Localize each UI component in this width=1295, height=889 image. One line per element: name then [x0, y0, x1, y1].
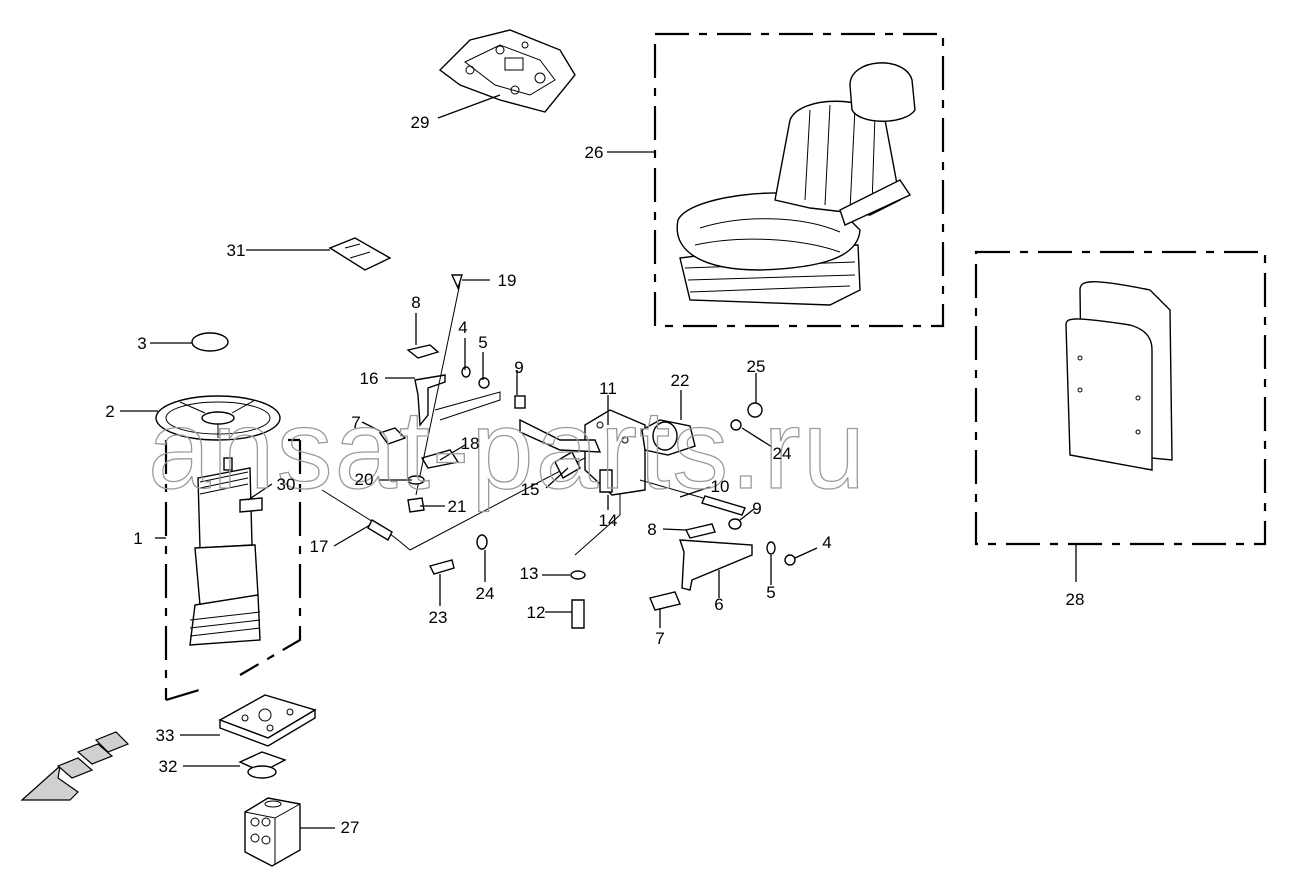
- callout-26: 26: [585, 143, 604, 162]
- callout-19: 19: [498, 271, 517, 290]
- steering-wheel-part: [155, 395, 281, 441]
- callout-20: 20: [355, 470, 374, 489]
- callout-10: 10: [711, 477, 730, 496]
- callout-21: 21: [448, 497, 467, 516]
- callout-25: 25: [747, 357, 766, 376]
- callout-5b: 5: [766, 583, 775, 602]
- flange-part: [238, 751, 287, 779]
- leader-lines: [120, 94, 1077, 829]
- callout-31: 31: [227, 241, 246, 260]
- callout-14: 14: [599, 511, 618, 530]
- callout-9b: 9: [752, 499, 761, 518]
- callout-29: 29: [411, 113, 430, 132]
- callout-32: 32: [159, 757, 178, 776]
- callout-9a: 9: [514, 358, 523, 377]
- callout-22: 22: [671, 371, 690, 390]
- seat-back-group-frame: [974, 250, 1267, 546]
- linkage-assembly: [321, 274, 796, 629]
- bracket-part: [328, 237, 392, 271]
- seat-cushion-part: [1065, 281, 1173, 471]
- callout-7b: 7: [655, 629, 664, 648]
- callout-6: 6: [714, 595, 723, 614]
- callout-13: 13: [520, 564, 539, 583]
- callout-8a: 8: [411, 293, 420, 312]
- callout-8b: 8: [647, 520, 656, 539]
- callout-23: 23: [429, 608, 448, 627]
- horn-cap-part: [191, 332, 229, 352]
- steering-unit-part: [244, 797, 301, 867]
- valve-plate-part: [218, 694, 317, 747]
- callout-4b: 4: [822, 533, 831, 552]
- callout-16: 16: [360, 369, 379, 388]
- direction-arrow: [20, 731, 130, 801]
- callout-5a: 5: [478, 333, 487, 352]
- callout-3: 3: [137, 334, 146, 353]
- steering-column-part: [189, 457, 263, 646]
- callout-17: 17: [310, 537, 329, 556]
- seat-group-frame: [653, 32, 945, 328]
- watermark-text: ansat-parts.ru: [148, 387, 867, 512]
- callout-4a: 4: [458, 318, 467, 337]
- callout-1: 1: [133, 529, 142, 548]
- callout-18: 18: [461, 434, 480, 453]
- callout-24a: 24: [476, 584, 495, 603]
- callout-15: 15: [521, 480, 540, 499]
- callout-33: 33: [156, 726, 175, 745]
- callout-2: 2: [105, 402, 114, 421]
- mounting-plate-part: [438, 29, 576, 113]
- callout-30: 30: [277, 475, 296, 494]
- callout-11: 11: [599, 379, 617, 398]
- seat-part: [676, 62, 916, 306]
- callout-24b: 24: [773, 444, 792, 463]
- callout-12: 12: [527, 603, 546, 622]
- callout-28: 28: [1066, 590, 1085, 609]
- callout-7a: 7: [351, 413, 360, 432]
- column-group-frame: [164, 438, 302, 702]
- callout-27: 27: [341, 818, 360, 837]
